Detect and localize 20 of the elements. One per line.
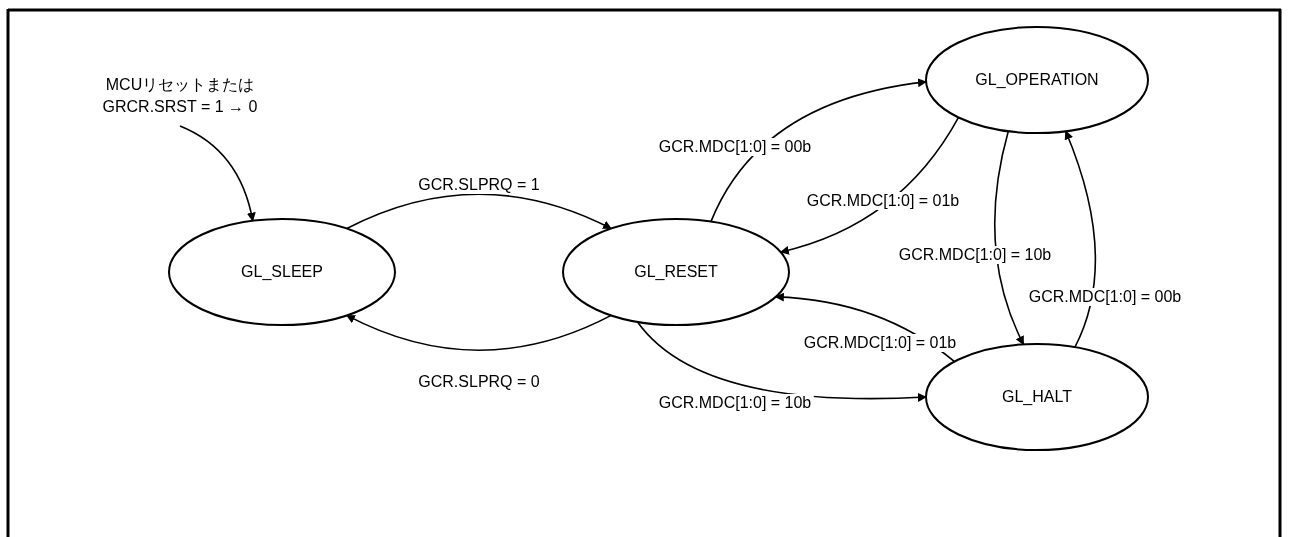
- edge-label: GCR.MDC[1:0] = 01b: [801, 334, 959, 352]
- state-ellipse: GL_RESET: [562, 218, 790, 326]
- trigger-text: MCUリセットまたは GRCR.SRST = 1 → 0: [90, 72, 270, 120]
- edge-label: GCR.MDC[1:0] = 10b: [896, 246, 1054, 264]
- transition-arrow: [636, 321, 927, 402]
- edge-label: GCR.MDC[1:0] = 00b: [656, 138, 814, 156]
- state-ellipse: GL_SLEEP: [168, 218, 396, 326]
- edge-label: GCR.MDC[1:0] = 10b: [656, 394, 814, 412]
- transition-arrow: [993, 130, 1025, 346]
- edge-label: GCR.MDC[1:0] = 01b: [804, 192, 962, 210]
- transition-arrow: [346, 314, 612, 351]
- transition-arrow: [179, 125, 256, 222]
- edge-label: GCR.SLPRQ = 1: [416, 176, 542, 194]
- transition-arrow: [710, 78, 927, 223]
- edge-label: GCR.SLPRQ = 0: [416, 373, 542, 391]
- transition-arrow: [779, 116, 960, 255]
- state-ellipse: GL_OPERATION: [925, 26, 1149, 134]
- transition-arrow: [1064, 130, 1097, 348]
- edge-label: GCR.MDC[1:0] = 00b: [1026, 288, 1184, 306]
- transition-arrow: [346, 193, 612, 230]
